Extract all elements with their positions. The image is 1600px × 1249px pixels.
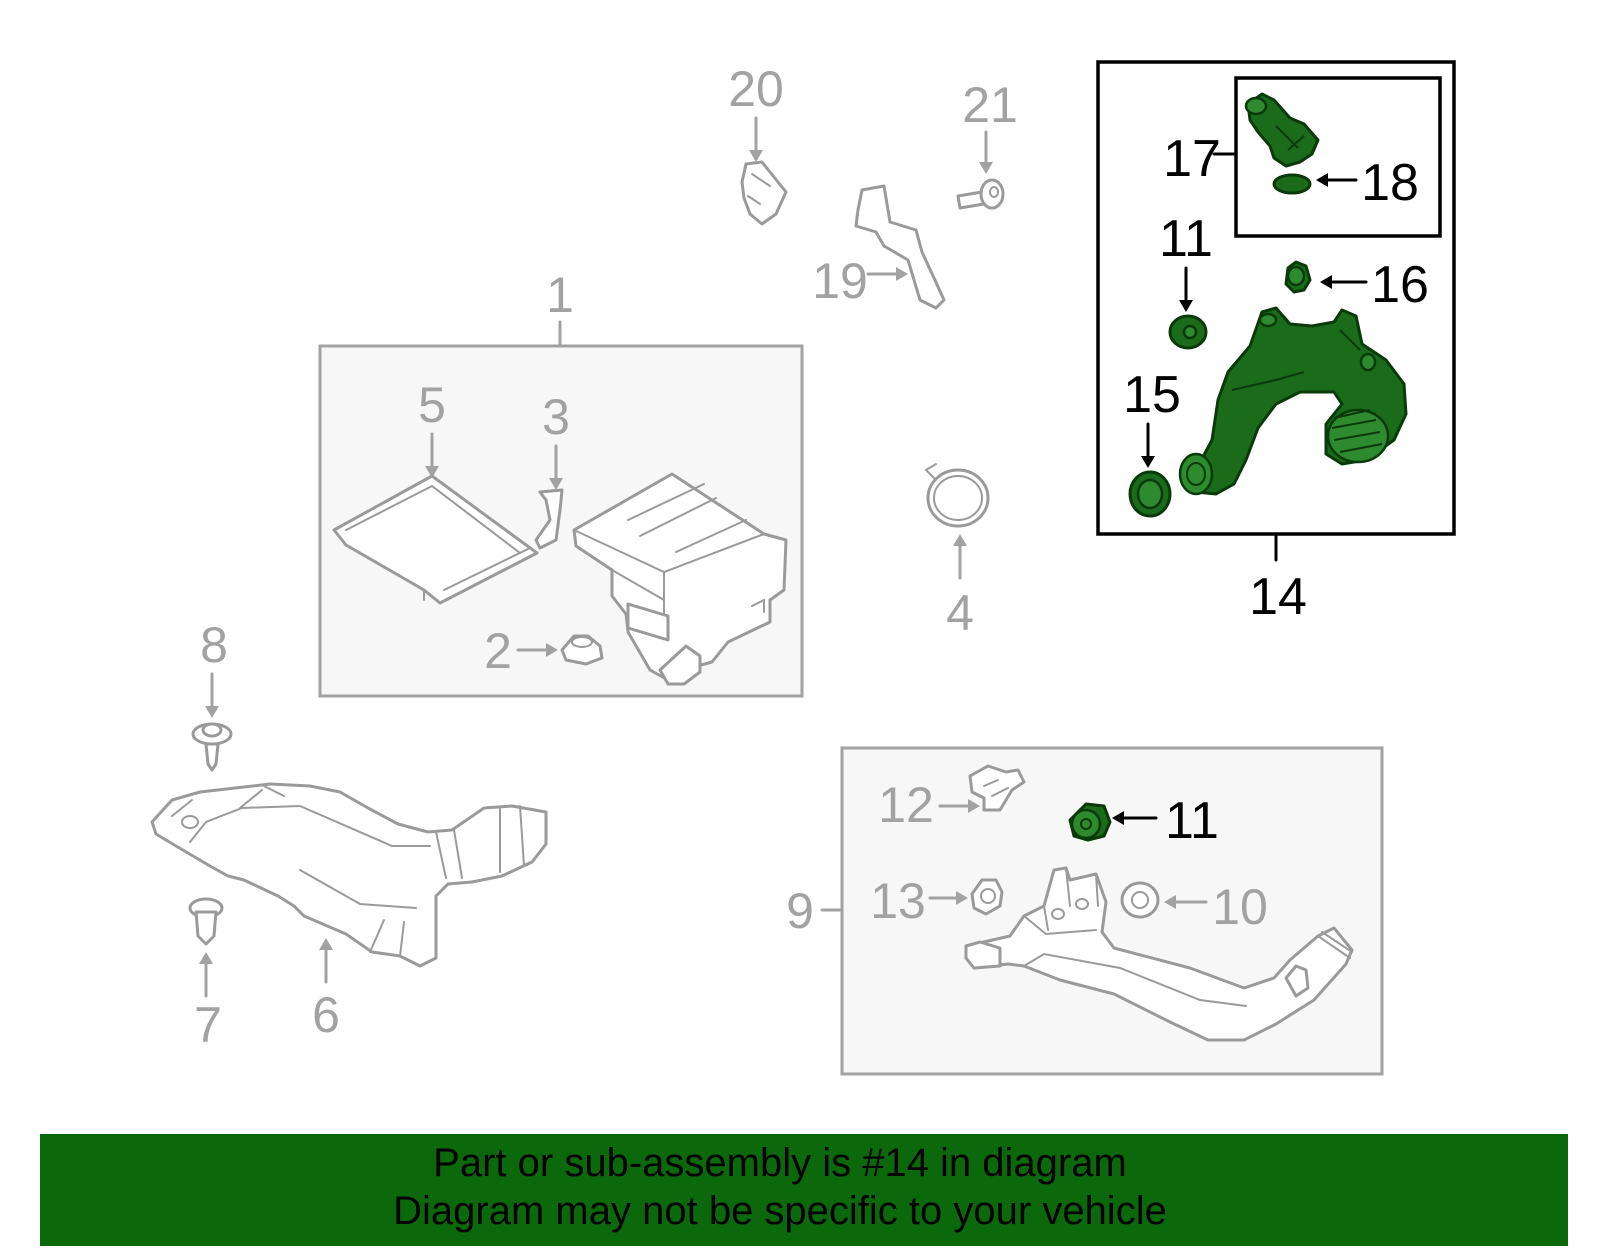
callout-12[interactable]: 12 [878,777,934,833]
bushing-11-assembly-part[interactable] [1168,314,1208,350]
callout-5[interactable]: 5 [418,377,446,433]
inlet-duct-9-part[interactable] [964,866,1354,1042]
intake-duct-assembly-group: 14 17 18 16 11 15 [1096,60,1456,626]
air-cleaner-housing-part[interactable] [572,472,788,686]
upper-hardware-group: 20 21 19 4 [728,61,1018,641]
bracket-20-part[interactable] [740,160,788,226]
push-pin-8-part[interactable] [191,722,233,772]
callout-8[interactable]: 8 [200,617,228,673]
footer-banner: Part or sub-assembly is #14 in diagram D… [40,1134,1568,1246]
callout-13[interactable]: 13 [870,873,926,929]
nut-13-part[interactable] [970,878,1004,916]
footer-disclaimer: Diagram may not be specific to your vehi… [393,1189,1167,1233]
callout-16[interactable]: 16 [1371,256,1429,314]
intake-duct-14-part[interactable] [1178,306,1408,496]
inlet-duct-box [840,746,1384,1076]
callout-3[interactable]: 3 [542,389,570,445]
air-cleaner-assembly-group: 1 5 3 2 [318,267,804,698]
grommet-10-part[interactable] [1120,881,1160,919]
callout-17[interactable]: 17 [1163,130,1221,188]
callout-15[interactable]: 15 [1123,366,1181,424]
push-pin-7-part[interactable] [188,897,224,946]
callout-11-assembly[interactable]: 11 [1159,210,1213,268]
footer-part-note: Part or sub-assembly is #14 in diagram [433,1141,1127,1185]
callout-10[interactable]: 10 [1212,879,1268,935]
callout-9[interactable]: 9 [786,883,814,939]
clamp-4-part[interactable] [924,463,990,528]
inlet-duct-assembly-group: 9 12 11 13 10 [786,746,1384,1076]
seal-15-part[interactable] [1128,470,1172,518]
clip-12-part[interactable] [968,764,1026,812]
clip-part[interactable] [534,488,564,550]
sensor-17-part[interactable] [1244,92,1320,168]
callout-4[interactable]: 4 [946,585,974,641]
callout-11-inlet[interactable]: 11 [1165,792,1219,850]
callout-18[interactable]: 18 [1361,154,1419,212]
resonator-6-part[interactable] [150,782,548,968]
resonator-group: 8 7 6 [150,617,548,1053]
callout-21[interactable]: 21 [962,77,1018,133]
bushing-11-part[interactable] [1068,802,1112,842]
grommet-part[interactable] [560,634,604,666]
grommet-16-part[interactable] [1284,260,1312,294]
callout-14[interactable]: 14 [1249,568,1307,626]
o-ring-18-part[interactable] [1272,173,1312,195]
bolt-21-part[interactable] [956,178,1005,210]
callout-7[interactable]: 7 [194,997,222,1053]
callout-6[interactable]: 6 [312,987,340,1043]
bracket-19-part[interactable] [854,184,946,310]
callout-20[interactable]: 20 [728,61,784,117]
callout-2[interactable]: 2 [484,623,512,679]
callout-1[interactable]: 1 [546,267,574,323]
callout-19[interactable]: 19 [812,253,868,309]
